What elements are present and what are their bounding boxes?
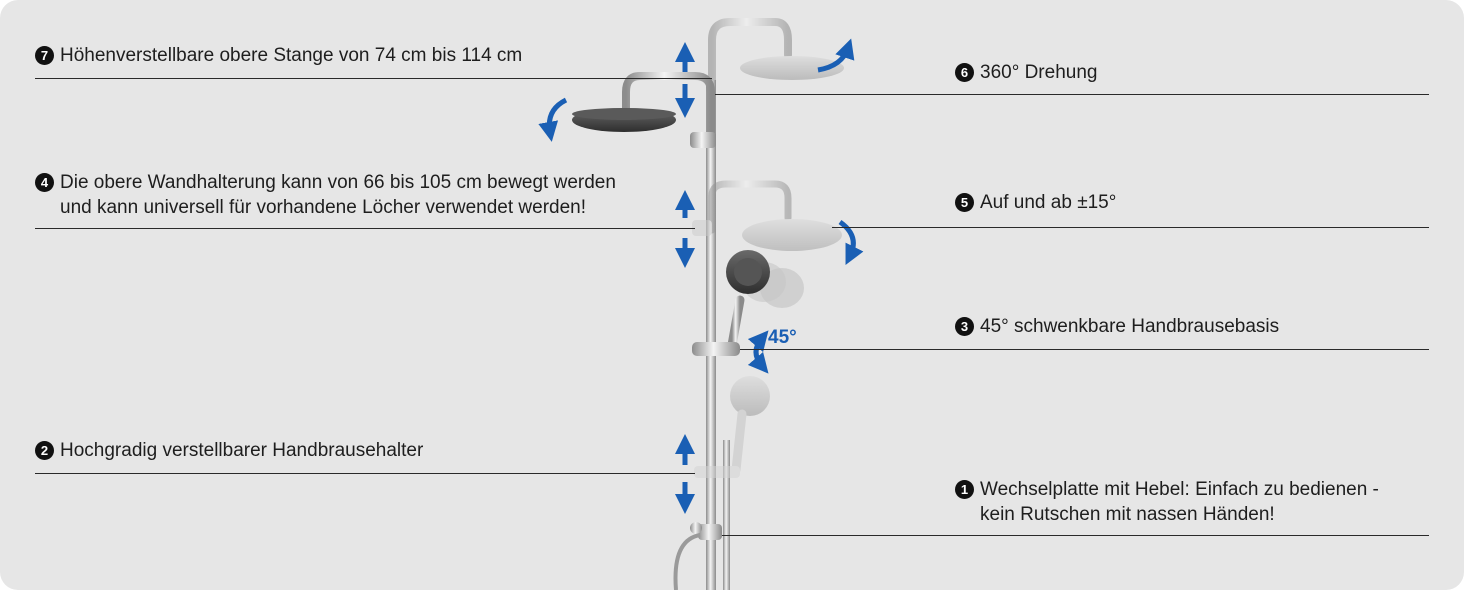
main-riser-rod [706, 80, 716, 590]
feature-1-badge: 1 [955, 480, 974, 499]
diverter-valve [673, 522, 722, 590]
feature-5-text: Auf und ab ±15° [980, 192, 1117, 213]
angle-label: 45° [768, 327, 797, 348]
feature-1-leader-line [722, 535, 1429, 536]
feature-1-text-line1: Wechselplatte mit Hebel: Einfach zu bedi… [980, 479, 1379, 500]
feature-6-badge: 6 [955, 63, 974, 82]
ghost-middle-arm [692, 180, 842, 251]
ghost-upper-pipe [708, 18, 844, 124]
hand-shower [726, 250, 804, 350]
upper-wall-bracket [690, 132, 716, 148]
feature-7-text: Höhenverstellbare obere Stange von 74 cm… [60, 45, 523, 66]
feature-4-leader-line [35, 228, 695, 229]
feature-4-badge: 4 [35, 173, 54, 192]
feature-7-label: 7 Höhenverstellbare obere Stange von 74 … [35, 43, 522, 68]
shower-hose [673, 533, 701, 590]
feature-2-text: Hochgradig verstellbarer Handbrausehalte… [60, 440, 424, 461]
ghost-rain-head-middle [742, 219, 842, 251]
ghost-lower-hand-shower [694, 376, 770, 478]
feature-4-text-line2: und kann universell für vorhandene Löche… [60, 197, 586, 218]
feature-3-leader-line [740, 349, 1429, 350]
feature-2-leader-line [35, 473, 695, 474]
feature-6-leader-line [715, 94, 1429, 95]
feature-5-badge: 5 [955, 193, 974, 212]
ghost-rain-head-top [740, 56, 844, 80]
feature-3-text: 45° schwenkbare Handbrausebasis [980, 316, 1280, 337]
feature-3-label: 3 45° schwenkbare Handbrausebasis [955, 314, 1279, 339]
adjustment-arrows [538, 38, 864, 514]
feature-6-text: 360° Drehung [980, 62, 1098, 83]
feature-7-badge: 7 [35, 46, 54, 65]
feature-2-badge: 2 [35, 441, 54, 460]
main-shower-arm [572, 72, 715, 144]
feature-2-label: 2 Hochgradig verstellbarer Handbrausehal… [35, 438, 423, 463]
hand-shower-holder [692, 342, 740, 356]
feature-3-badge: 3 [955, 317, 974, 336]
feature-5-leader-line [832, 227, 1429, 228]
feature-6-label: 6 360° Drehung [955, 60, 1097, 85]
feature-7-leader-line [35, 78, 712, 79]
feature-4-label: 4 Die obere Wandhalterung kann von 66 bi… [35, 170, 616, 220]
feature-4-text-line1: Die obere Wandhalterung kann von 66 bis … [60, 172, 616, 193]
feature-1-label: 1 Wechselplatte mit Hebel: Einfach zu be… [955, 477, 1379, 527]
feature-1-text-line2: kein Rutschen mit nassen Händen! [980, 504, 1275, 525]
feature-5-label: 5 Auf und ab ±15° [955, 190, 1116, 215]
hose-tube [723, 440, 730, 590]
